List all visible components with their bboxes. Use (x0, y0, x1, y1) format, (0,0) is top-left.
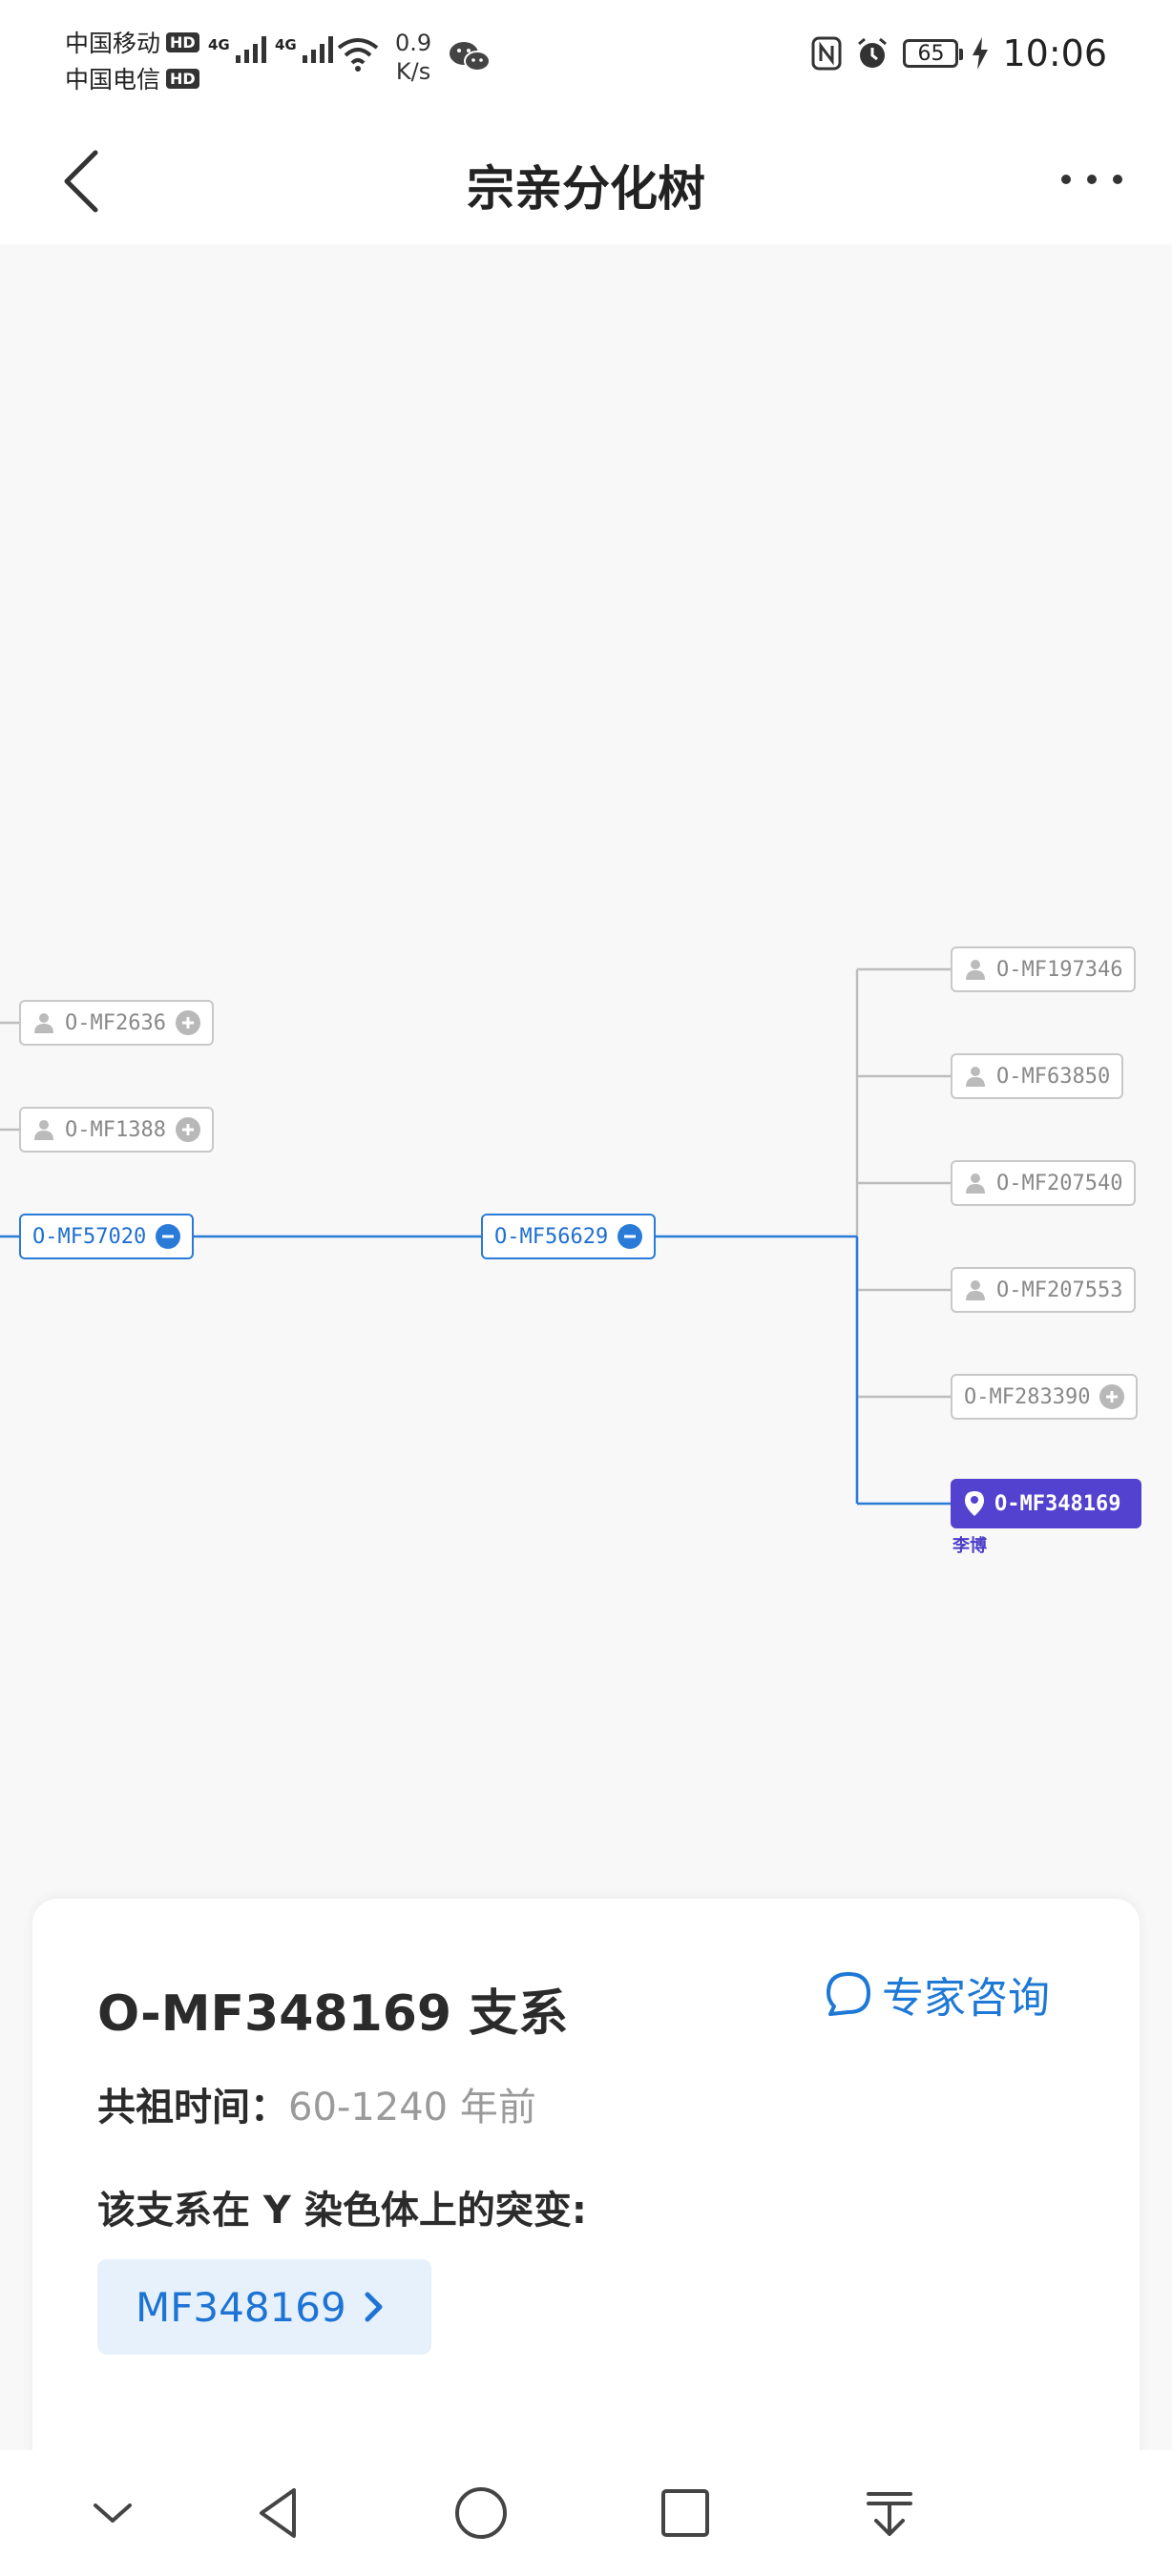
person-icon (34, 1013, 53, 1033)
system-nav-bar (0, 2450, 1172, 2576)
tree-connectors (0, 967, 951, 1506)
tree-node-mf1388[interactable]: O-MF1388 (19, 1107, 214, 1153)
tree-node-mf283390[interactable]: O-MF283390 (951, 1374, 1139, 1420)
collapse-minus-icon[interactable] (617, 1224, 643, 1249)
nav-back-icon[interactable] (244, 2479, 313, 2547)
net-speed-unit: K/s (395, 58, 431, 85)
carrier-1: 中国移动 HD (65, 25, 199, 59)
branch-title: O-MF348169 支系 (97, 1985, 569, 2043)
tree-node-mf348169-selected[interactable]: O-MF348169 (951, 1479, 1141, 1528)
person-icon (966, 1280, 985, 1300)
chat-bubble-icon (827, 1972, 870, 2016)
person-icon (966, 960, 985, 980)
selected-user-name: 李博 (952, 1536, 987, 1556)
charging-icon (973, 37, 989, 70)
collapse-minus-icon[interactable] (156, 1224, 181, 1249)
tree-node-mf57020[interactable]: O-MF57020 (19, 1214, 195, 1259)
carrier-1-name: 中国移动 (65, 30, 161, 57)
expand-plus-icon[interactable] (175, 1010, 200, 1035)
node-label: O-MF56629 (494, 1224, 609, 1249)
back-arrow-icon[interactable] (53, 137, 111, 223)
more-options-icon[interactable] (1061, 160, 1122, 198)
tree-node-mf197346[interactable]: O-MF197346 (951, 946, 1137, 992)
node-label: O-MF1388 (65, 1117, 166, 1142)
expand-plus-icon[interactable] (175, 1117, 200, 1142)
person-icon (966, 1067, 985, 1087)
mutation-label: 该支系在 Y 染色体上的突变: (97, 2189, 587, 2233)
node-label: O-MF2636 (65, 1010, 166, 1035)
node-label: O-MF348169 (994, 1491, 1121, 1516)
net-gen-1: 4G (208, 36, 230, 53)
chevron-down-icon[interactable] (78, 2479, 147, 2547)
nfc-icon (811, 36, 842, 71)
wechat-icon (450, 42, 491, 72)
node-label: O-MF283390 (964, 1384, 1091, 1409)
common-ancestor-time: 共祖时间：60-1240 年前 (97, 2076, 536, 2131)
tree-node-mf207540[interactable]: O-MF207540 (951, 1160, 1137, 1206)
tree-node-mf207553[interactable]: O-MF207553 (951, 1267, 1137, 1313)
tree-node-mf2636[interactable]: O-MF2636 (19, 1000, 214, 1046)
alarm-icon (858, 37, 888, 68)
carrier-2-name: 中国电信 (65, 66, 161, 93)
hd-badge-2: HD (166, 68, 199, 89)
age-label: 共祖时间： (97, 2086, 288, 2129)
battery-level: 65 (917, 41, 945, 66)
location-pin-icon (965, 1491, 984, 1516)
nav-recents-icon[interactable] (651, 2479, 720, 2547)
net-speed-value: 0.9 (395, 30, 432, 56)
page-title: 宗亲分化树 (467, 161, 705, 217)
age-value: 60-1240 年前 (288, 2086, 536, 2129)
status-right: 65 10:06 (811, 32, 1107, 74)
nav-home-icon[interactable] (447, 2479, 515, 2547)
node-label: O-MF207553 (996, 1278, 1123, 1302)
net-speed: 0.9 K/s (395, 29, 431, 86)
expert-consult-label: 专家咨询 (882, 1974, 1050, 2023)
signal-icon-2: 4G (275, 36, 333, 63)
branch-info-card: O-MF348169 支系 专家咨询 共祖时间：60-1240 年前 该支系在 … (32, 1899, 1140, 2490)
carrier-2: 中国电信 HD (65, 61, 199, 95)
mutation-chip-label: MF348169 (136, 2283, 346, 2331)
wifi-icon (337, 38, 379, 72)
status-bar: 中国移动 HD 中国电信 HD 4G 4G 0.9 K/s (0, 0, 1172, 116)
battery-icon: 65 (903, 39, 964, 68)
mutation-chip[interactable]: MF348169 (97, 2259, 431, 2355)
tree-node-mf63850[interactable]: O-MF63850 (951, 1053, 1124, 1099)
app-header: 宗亲分化树 (0, 116, 1172, 244)
node-label: O-MF207540 (996, 1171, 1123, 1195)
tree-node-mf56629[interactable]: O-MF56629 (481, 1214, 657, 1259)
phylogenetic-tree[interactable]: O-MF2636 O-MF1388 O-MF57020 O-MF56629 O-… (0, 244, 1172, 1908)
person-icon (966, 1174, 985, 1194)
hd-badge-1: HD (166, 31, 199, 52)
net-gen-2: 4G (275, 36, 297, 53)
nav-pulldown-icon[interactable] (855, 2479, 924, 2547)
clock: 10:06 (1002, 32, 1107, 74)
node-label: O-MF57020 (32, 1224, 147, 1249)
node-label: O-MF197346 (996, 957, 1123, 982)
chevron-right-icon (365, 2292, 383, 2322)
expert-consult-button[interactable]: 专家咨询 (825, 1963, 1050, 2025)
expand-plus-icon[interactable] (1099, 1384, 1125, 1409)
signal-icon: 4G (208, 36, 266, 63)
person-icon (34, 1120, 53, 1140)
node-label: O-MF63850 (996, 1064, 1111, 1089)
